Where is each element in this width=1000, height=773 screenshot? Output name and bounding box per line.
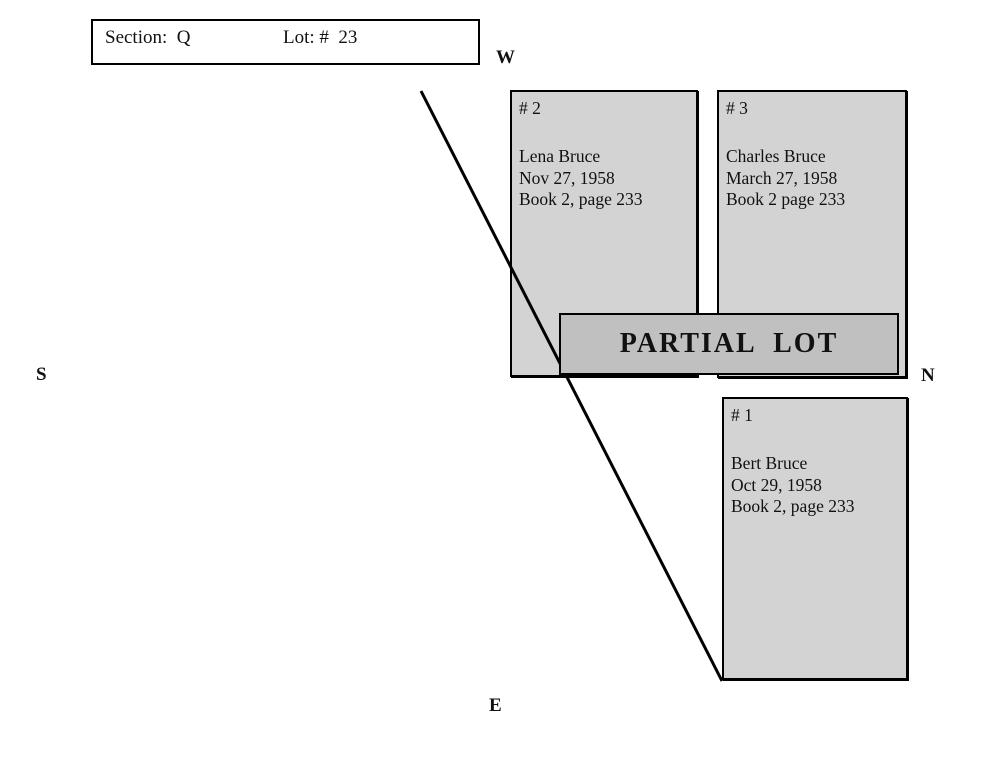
lot-field: Lot: # 23 — [283, 27, 358, 48]
compass-north-label: N — [921, 365, 935, 386]
plot-occupant-name: Bert Bruce — [731, 453, 808, 473]
plot-number: # 1 — [731, 405, 753, 425]
compass-south-label: S — [36, 364, 47, 385]
compass-west-label: W — [496, 47, 515, 68]
plot-book-reference: Book 2 page 233 — [726, 189, 846, 209]
plot-occupant-name: Lena Bruce — [519, 146, 601, 166]
section-field: Section: Q — [105, 27, 191, 48]
plot-number: # 3 — [726, 98, 748, 118]
plot-book-reference: Book 2, page 233 — [519, 189, 643, 209]
plot-burial-date: Oct 29, 1958 — [731, 474, 822, 495]
plot-box-1: # 1 Bert Bruce Oct 29, 1958 Book 2, page… — [722, 397, 908, 680]
partial-lot-banner: PARTIAL LOT — [559, 313, 899, 375]
plot-burial-date: March 27, 1958 — [726, 167, 838, 188]
plot-book-reference: Book 2, page 233 — [731, 496, 855, 516]
plot-occupant-name: Charles Bruce — [726, 146, 826, 166]
compass-east-label: E — [489, 695, 502, 716]
section-lot-header-box: Section: Q Lot: # 23 — [91, 19, 480, 65]
plot-number: # 2 — [519, 98, 541, 118]
plot-burial-date: Nov 27, 1958 — [519, 167, 615, 188]
